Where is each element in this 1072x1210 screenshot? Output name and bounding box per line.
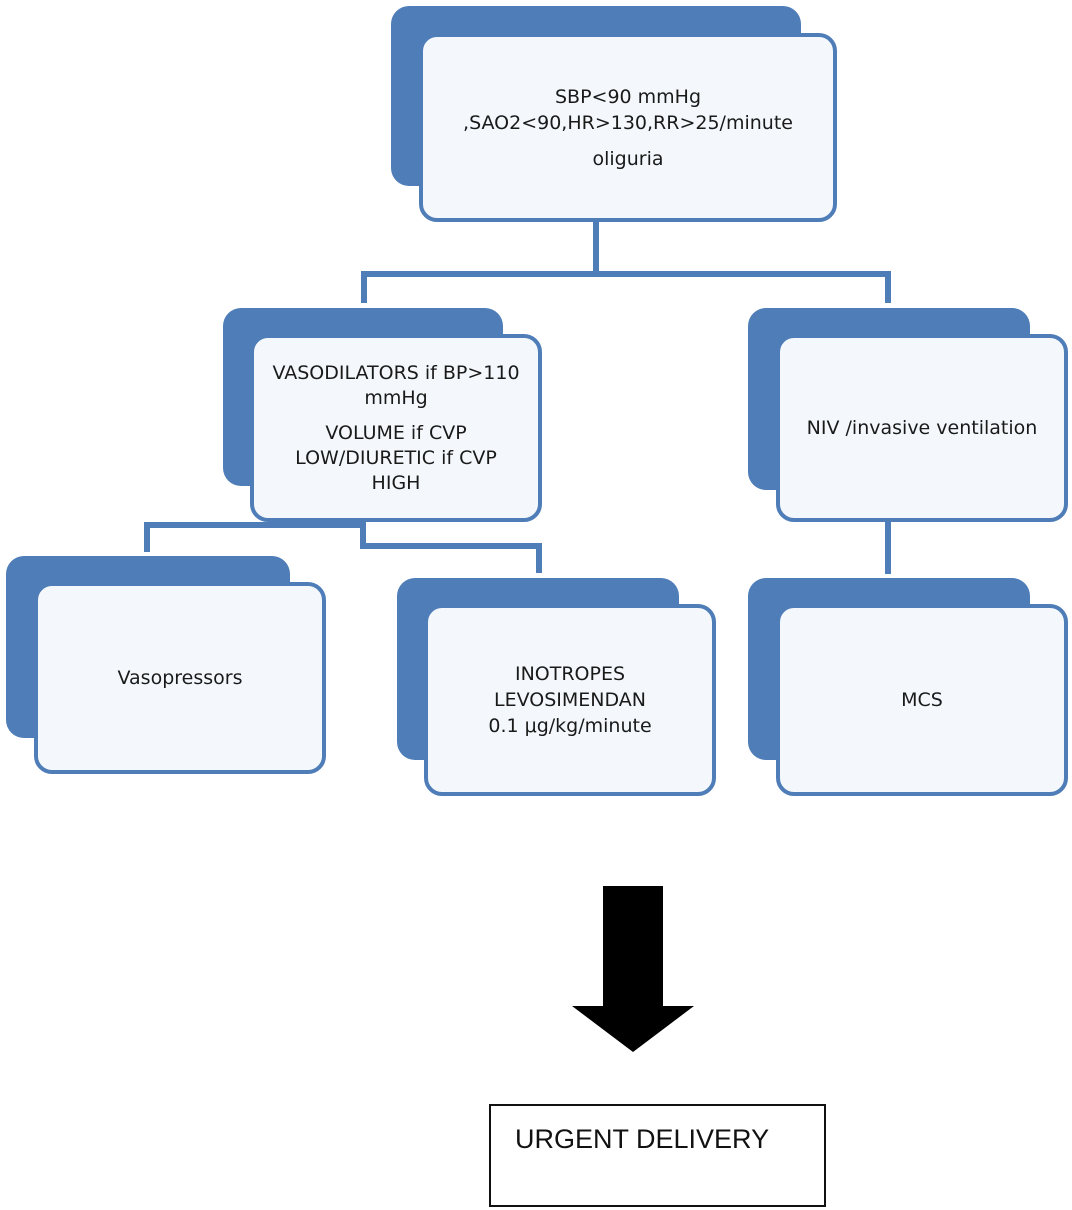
vasopressors-node: Vasopressors bbox=[34, 582, 326, 774]
assessment-node: SBP<90 mmHg ,SAO2<90,HR>130,RR>25/minute… bbox=[419, 33, 837, 222]
vasodilators-line-3: VOLUME if CVP bbox=[325, 421, 467, 444]
mcs-node: MCS bbox=[776, 604, 1068, 796]
vasodilators-line-5: HIGH bbox=[371, 471, 421, 494]
assessment-line-3: oliguria bbox=[592, 147, 664, 170]
vasodilators-node: VASODILATORS if BP>110 mmHg VOLUME if CV… bbox=[250, 334, 542, 522]
vasodilators-line-2: mmHg bbox=[364, 386, 428, 409]
inotropes-line-1: INOTROPES bbox=[514, 663, 626, 685]
inotropes-node: INOTROPES LEVOSIMENDAN 0.1 μg/kg/minute bbox=[424, 604, 716, 796]
vasodilators-line-4: LOW/DIURETIC if CVP bbox=[295, 446, 497, 469]
arrow-down-icon bbox=[572, 886, 694, 1052]
connector-level1-horizontal bbox=[361, 271, 891, 277]
assessment-line-2: ,SAO2<90,HR>130,RR>25/minute bbox=[463, 111, 793, 134]
inotropes-line-3: 0.1 μg/kg/minute bbox=[488, 715, 652, 737]
connector-to-vasodilators bbox=[361, 271, 367, 303]
urgent-delivery-box: URGENT DELIVERY bbox=[489, 1104, 826, 1207]
ventilation-node: NIV /invasive ventilation bbox=[776, 334, 1068, 522]
connector-level2-right-horizontal bbox=[360, 543, 542, 549]
connector-ventilation-to-mcs bbox=[885, 518, 891, 574]
connector-assessment-down bbox=[593, 220, 599, 276]
connector-to-ventilation bbox=[885, 271, 891, 303]
vasopressors-line-1: Vasopressors bbox=[117, 667, 243, 689]
inotropes-line-2: LEVOSIMENDAN bbox=[494, 689, 646, 711]
ventilation-line-1: NIV /invasive ventilation bbox=[806, 417, 1038, 439]
connector-to-vasopressors bbox=[144, 522, 150, 552]
vasodilators-line-1: VASODILATORS if BP>110 bbox=[272, 361, 520, 384]
assessment-line-1: SBP<90 mmHg bbox=[554, 85, 702, 108]
connector-to-inotropes bbox=[536, 543, 542, 573]
connector-level2-left-horizontal bbox=[144, 522, 366, 528]
urgent-delivery-label: URGENT DELIVERY bbox=[515, 1124, 770, 1154]
mcs-line-1: MCS bbox=[901, 689, 943, 711]
arrow-down-shape bbox=[572, 886, 694, 1052]
